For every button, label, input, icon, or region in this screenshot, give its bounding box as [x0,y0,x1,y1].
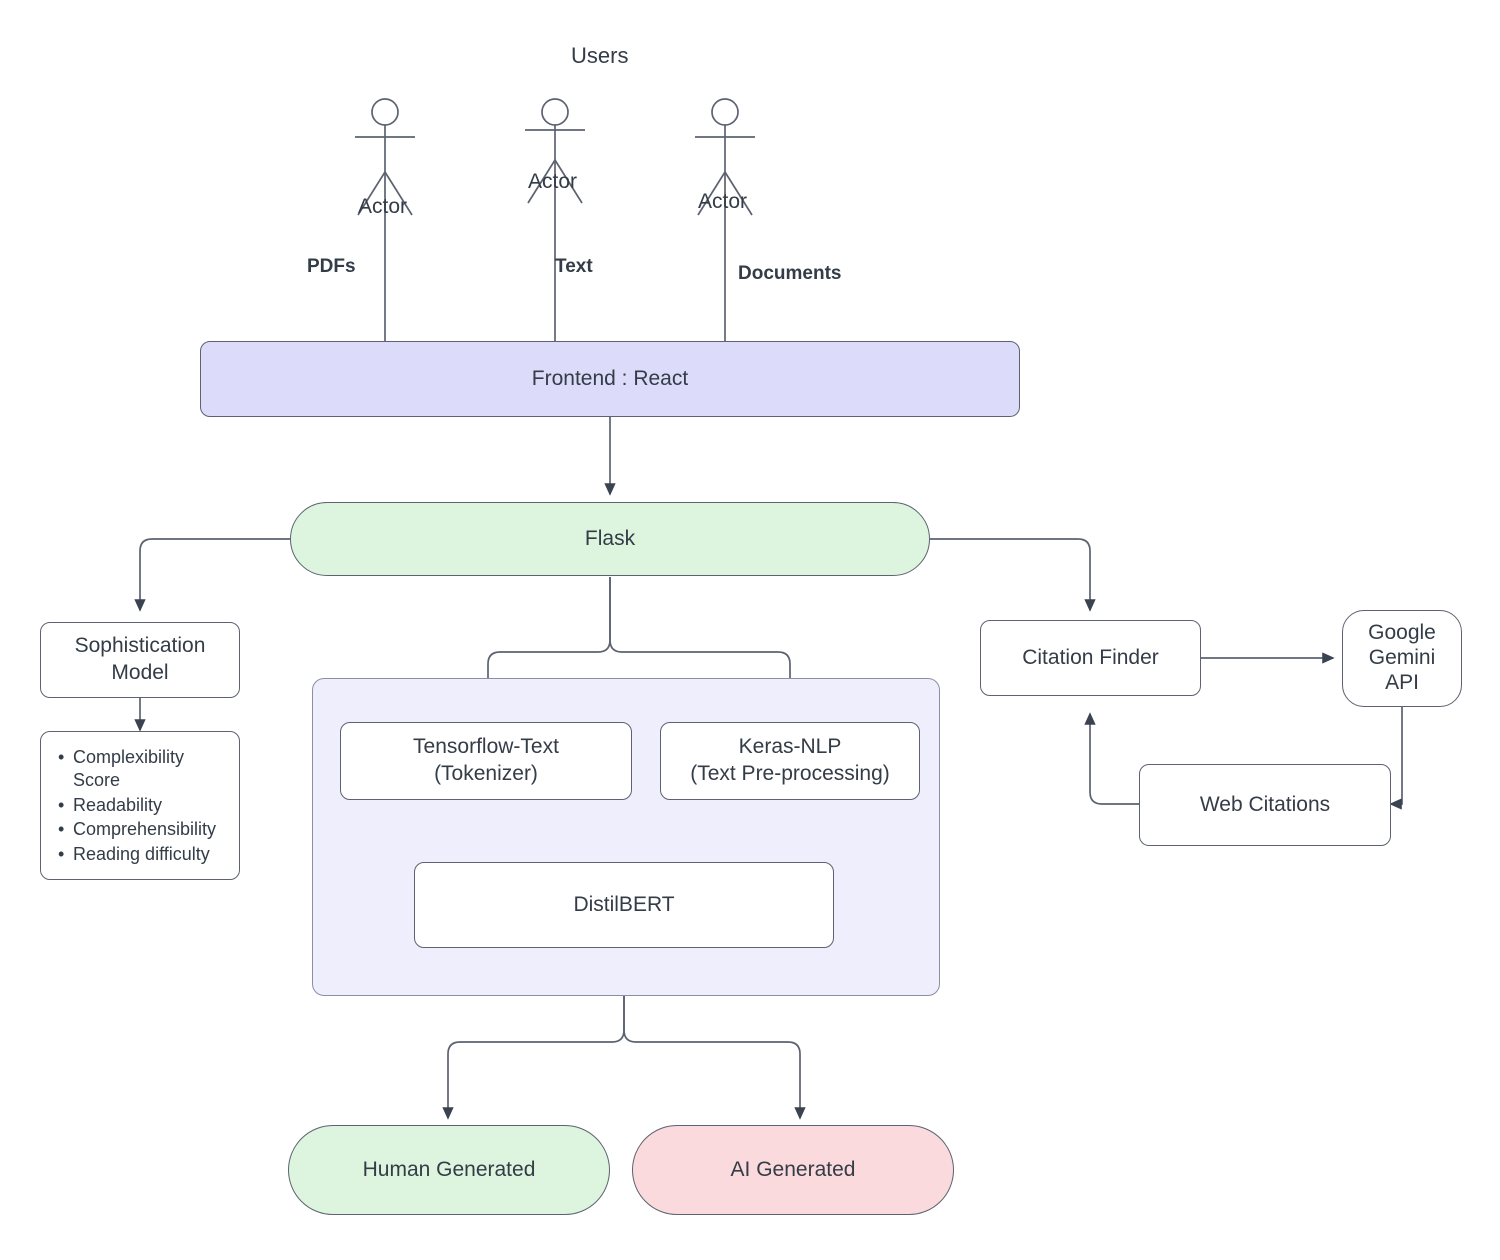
edge-distilbert-human [442,948,625,1120]
node-tensorflow-text-line1: Tensorflow-Text [413,735,559,759]
node-human-generated[interactable]: Human Generated [288,1125,610,1215]
node-google-gemini-api[interactable]: Google Gemini API [1342,610,1462,707]
edge-flask-sophistication [134,538,290,612]
list-item: Reading difficulty [58,843,223,867]
edge-web-citations-citation-finder [1084,712,1139,805]
node-metrics-list: Complexibility Score Readability Compreh… [40,731,240,880]
node-citation-finder[interactable]: Citation Finder [980,620,1201,696]
actor-figure-3 [695,98,755,216]
actor-label-3: Actor [698,190,748,213]
metrics-list: Complexibility Score Readability Compreh… [55,746,223,866]
node-web-citations[interactable]: Web Citations [1139,764,1391,846]
node-flask[interactable]: Flask [290,502,930,576]
edge-flask-citation-finder [930,538,1096,612]
node-tensorflow-text[interactable]: Tensorflow-Text (Tokenizer) [340,722,632,800]
node-citation-finder-label: Citation Finder [1022,645,1159,669]
node-web-citations-label: Web Citations [1199,792,1331,816]
node-keras-nlp-line1: Keras-NLP [738,735,842,759]
node-google-gemini-api-line1: Google [1368,621,1436,645]
actor-figure-2 [525,98,585,204]
edge-label-pdfs: PDFs [307,256,356,277]
node-sophistication-model[interactable]: Sophistication Model [40,622,240,698]
list-item: Comprehensibility [58,818,223,842]
edge-flask-split-left [482,577,611,714]
node-flask-label: Flask [584,526,636,550]
node-google-gemini-api-line3: API [1385,670,1419,694]
actor-label-2: Actor [528,170,578,193]
edge-gemini-web-citations [1389,707,1403,810]
edge-flask-split-right [609,577,796,714]
node-distilbert-label: DistilBERT [573,892,675,916]
node-distilbert[interactable]: DistilBERT [414,862,834,948]
edge-label-documents: Documents [738,263,842,284]
actor-figure-1 [355,98,415,216]
node-ai-generated-label: AI Generated [730,1157,856,1181]
list-item: Readability [58,794,223,818]
actor-label-1: Actor [358,195,408,218]
page-title: Users [571,43,629,68]
node-sophistication-model-label: Sophistication Model [74,634,206,684]
edge-distilbert-ai [623,948,806,1120]
node-frontend-react-label: Frontend : React [531,366,689,390]
list-item: Complexibility Score [58,746,223,793]
node-human-generated-label: Human Generated [362,1157,536,1181]
node-tensorflow-text-line2: (Tokenizer) [434,762,538,785]
edge-label-text: Text [555,256,593,277]
node-frontend-react[interactable]: Frontend : React [200,341,1020,417]
node-keras-nlp-line2: (Text Pre-processing) [690,762,890,785]
node-ai-generated[interactable]: AI Generated [632,1125,954,1215]
node-google-gemini-api-line2: Gemini [1368,646,1436,670]
node-keras-nlp[interactable]: Keras-NLP (Text Pre-processing) [660,722,920,800]
